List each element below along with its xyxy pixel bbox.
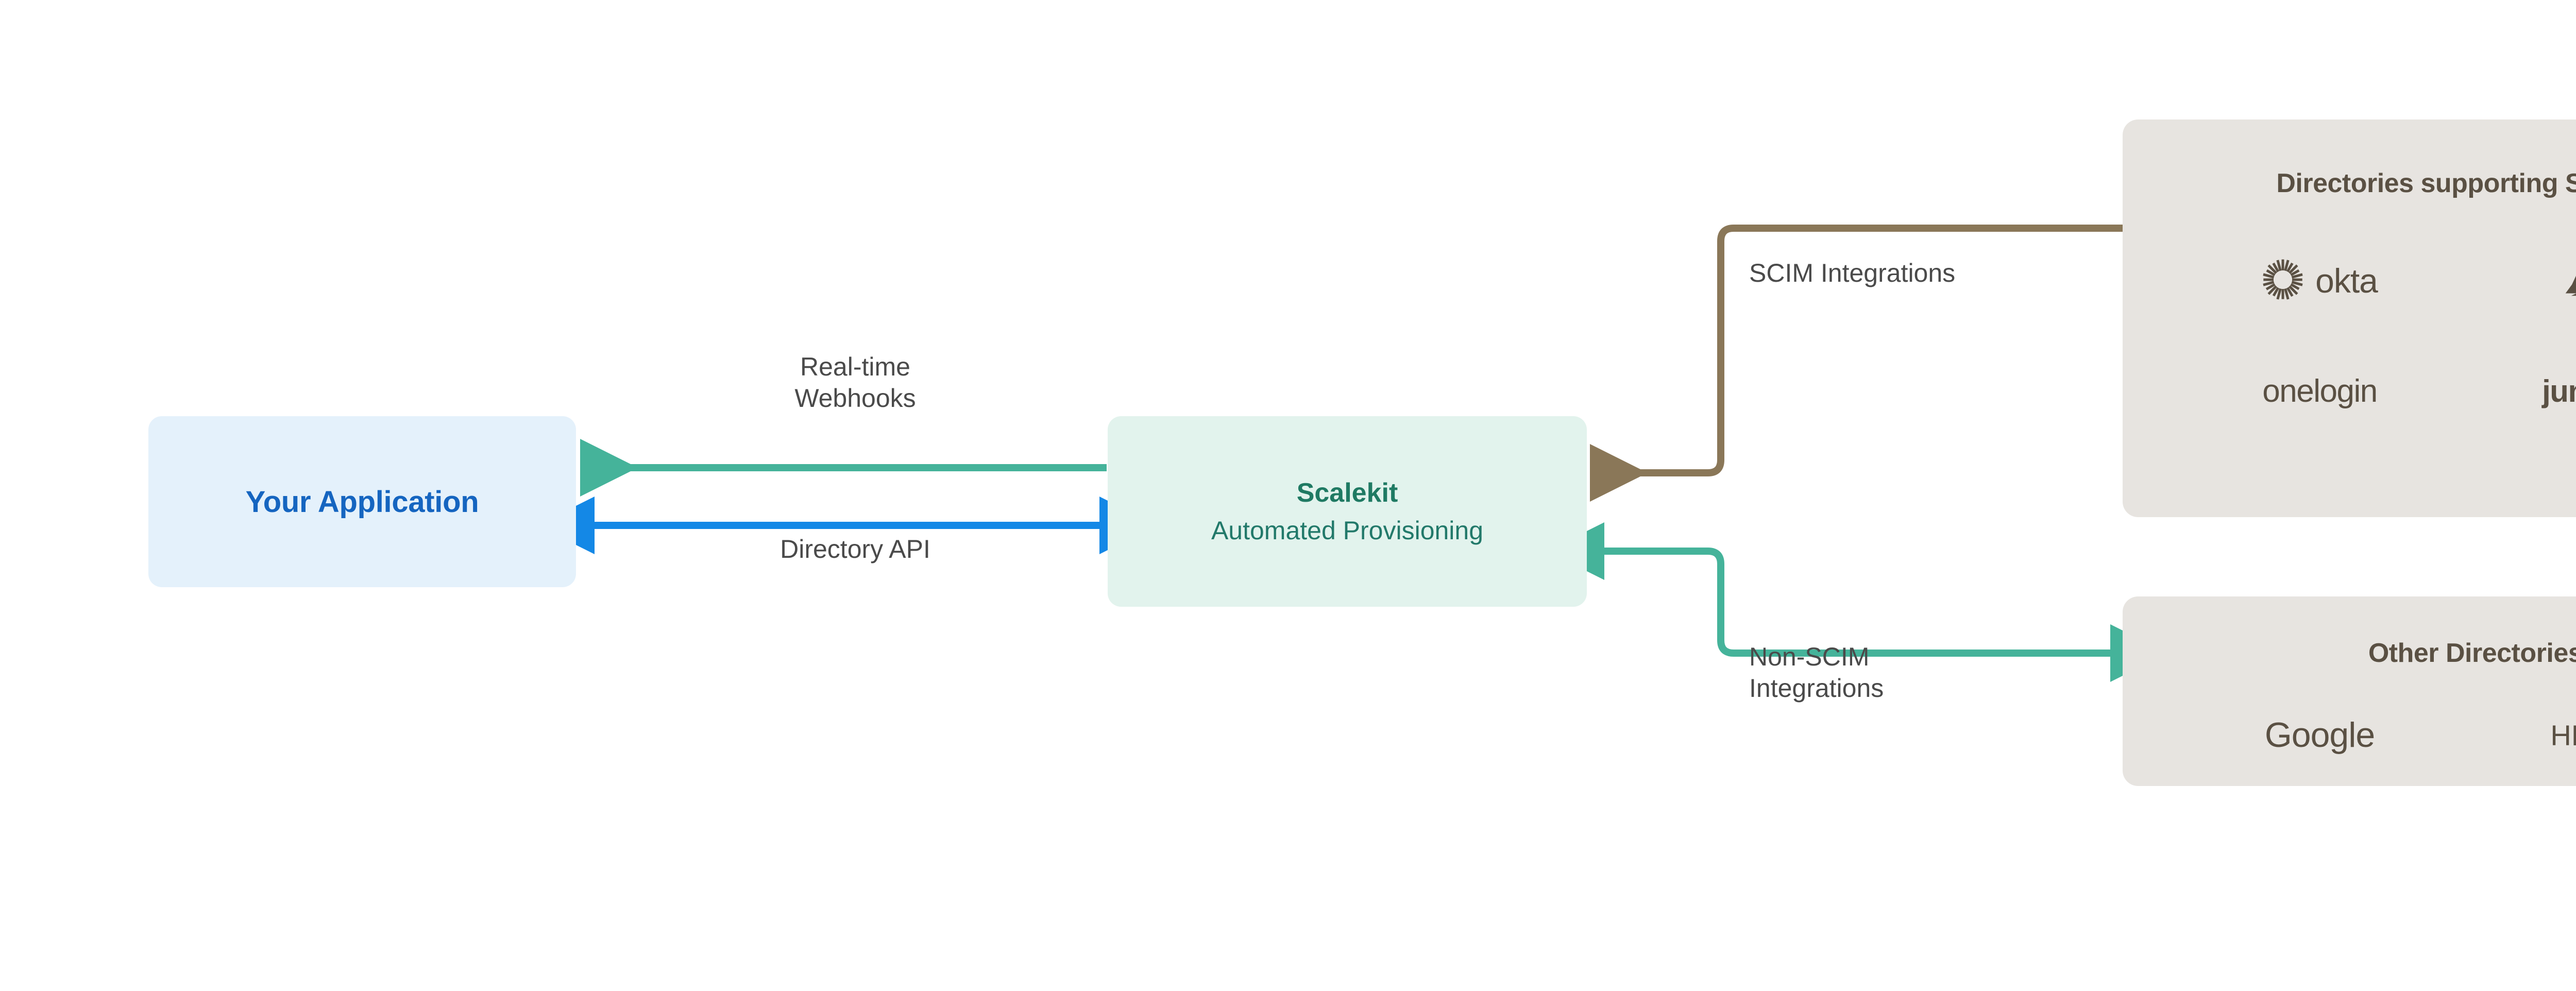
- logo-google[interactable]: Google: [2164, 696, 2476, 774]
- okta-burst-icon: [2262, 259, 2304, 303]
- logo-hrms-hris-label: HRMS/HRIS: [2550, 719, 2576, 751]
- panel-other-directories: Other Directories Google HRMS/HRIS: [2123, 596, 2576, 786]
- panel-other-directories-title: Other Directories: [2368, 638, 2576, 668]
- panel-scim-directories-title: Directories supporting SCIM 2.0: [2276, 168, 2576, 198]
- node-your-application[interactable]: Your Application: [148, 416, 576, 587]
- edge-label-directory-api: Directory API: [780, 535, 930, 563]
- logo-okta[interactable]: okta: [2164, 228, 2476, 334]
- edge-label-non-scim-integrations: Non-SCIM Integrations: [1749, 642, 1884, 703]
- logo-google-label: Google: [2264, 715, 2375, 755]
- node-scalekit-subtitle: Automated Provisioning: [1211, 516, 1484, 545]
- edge-non-scim-integrations-line: [1547, 522, 2168, 682]
- edge-label-webhooks: Real-time Webhooks: [794, 352, 916, 413]
- scim-logo-grid: okta Azure onelogin jumpcloud: [2123, 228, 2576, 444]
- node-scalekit[interactable]: Scalekit Automated Provisioning: [1108, 416, 1587, 607]
- logo-jumpcloud[interactable]: jumpcloud TM: [2476, 338, 2576, 444]
- logo-jumpcloud-label: jumpcloud: [2542, 373, 2576, 408]
- logo-onelogin-label: onelogin: [2262, 373, 2378, 409]
- logo-azure[interactable]: Azure: [2476, 228, 2576, 334]
- logo-hrms-hris[interactable]: HRMS/HRIS: [2476, 696, 2576, 774]
- node-scalekit-title: Scalekit: [1296, 478, 1398, 508]
- node-your-application-label: Your Application: [245, 485, 479, 519]
- logo-okta-label: okta: [2315, 262, 2378, 300]
- panel-scim-directories: Directories supporting SCIM 2.0: [2123, 119, 2576, 517]
- other-logo-grid: Google HRMS/HRIS: [2123, 696, 2576, 774]
- edge-label-scim-integrations: SCIM Integrations: [1749, 259, 1956, 287]
- logo-onelogin[interactable]: onelogin: [2164, 338, 2476, 444]
- azure-mountain-icon: [2563, 260, 2576, 302]
